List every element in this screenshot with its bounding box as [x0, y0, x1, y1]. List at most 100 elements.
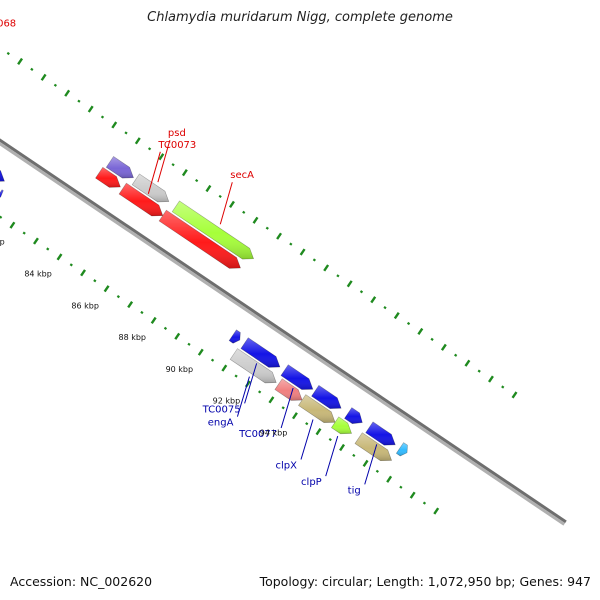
tick-marks	[0, 51, 518, 515]
tick-mark	[93, 279, 97, 283]
gene-TC0071[interactable]	[0, 152, 5, 182]
tick-mark	[17, 57, 24, 66]
gene-label[interactable]: secA	[230, 170, 254, 181]
gene-arrow-shading	[331, 416, 352, 434]
tick-mark	[258, 390, 262, 394]
gene-clpX[interactable]	[298, 394, 336, 423]
gene-engA[interactable]	[229, 348, 277, 384]
gene-arrow-shading	[0, 170, 5, 182]
gene-label[interactable]: TC0073	[157, 140, 196, 151]
tick-mark	[501, 385, 505, 389]
gene-label[interactable]: engA	[208, 418, 234, 429]
tick-mark	[477, 369, 481, 373]
callout-line	[325, 435, 339, 477]
tick-mark	[406, 321, 411, 326]
tick-mark	[359, 290, 364, 294]
gene-feature[interactable]	[395, 442, 408, 457]
tick-mark	[276, 232, 283, 240]
tick-mark	[346, 280, 353, 288]
tick-mark	[370, 296, 377, 304]
gene-feature[interactable]	[354, 432, 393, 462]
gene-TC0073[interactable]	[118, 182, 164, 217]
tick-mark	[315, 428, 322, 436]
scale-label: 84 kbp	[24, 270, 52, 279]
tick-mark	[150, 316, 157, 325]
tick-mark	[40, 73, 47, 81]
gene-secA[interactable]	[171, 200, 254, 260]
gene-TC0075[interactable]	[240, 337, 281, 368]
callout-line	[280, 387, 294, 429]
gene-label[interactable]: TC0077	[238, 429, 277, 440]
tick-mark	[430, 337, 434, 341]
gene-label[interactable]: TC0068	[0, 18, 16, 29]
gene-feature[interactable]	[274, 378, 303, 401]
gene-arrow-shading	[344, 407, 363, 424]
gene-arrow-shading	[240, 337, 280, 368]
gene-label[interactable]: TC0075	[202, 404, 241, 415]
tick-mark	[281, 406, 285, 410]
gene-arrow-shading	[172, 200, 254, 260]
tick-mark	[383, 306, 387, 310]
tick-mark	[265, 226, 269, 230]
tick-mark	[64, 89, 71, 97]
tick-mark	[362, 459, 369, 467]
gene-label[interactable]: tig	[348, 485, 361, 496]
gene-label-callouts: TC0067TC0068psdTC0073secAnthtrmETC0071TC…	[0, 18, 378, 496]
tick-mark	[289, 242, 293, 246]
gene-label[interactable]: clpP	[301, 477, 322, 488]
callout-line	[244, 363, 258, 404]
tick-mark	[174, 332, 181, 340]
tick-mark	[0, 215, 3, 219]
tick-mark	[9, 221, 16, 229]
tick-mark	[127, 300, 134, 309]
gene-label[interactable]: psd	[168, 128, 186, 139]
gene-feature[interactable]	[158, 209, 241, 269]
gene-TC0077[interactable]	[280, 364, 314, 390]
tick-mark	[195, 178, 199, 183]
tick-mark	[46, 247, 50, 251]
gene-feature[interactable]	[311, 384, 342, 409]
gene-tig[interactable]	[365, 421, 396, 446]
tick-mark	[181, 169, 188, 177]
gene-feature[interactable]	[0, 189, 4, 202]
gene-features	[0, 152, 408, 462]
scale-label: 90 kbp	[166, 365, 194, 374]
tick-mark	[163, 326, 168, 330]
tick-mark	[393, 311, 400, 320]
tick-mark	[454, 353, 458, 357]
tick-mark	[375, 469, 379, 473]
callout-line	[157, 140, 171, 183]
gene-clpP[interactable]	[331, 416, 352, 435]
callout-line	[300, 419, 314, 460]
gene-label[interactable]: clpX	[276, 460, 298, 471]
tick-mark	[69, 263, 73, 267]
tick-mark	[116, 295, 120, 299]
tick-mark	[234, 374, 238, 378]
genome-summary-text: Topology: circular; Length: 1,072,950 bp…	[259, 574, 591, 589]
tick-mark	[218, 194, 222, 199]
tick-mark	[409, 491, 416, 499]
tick-mark	[147, 147, 152, 151]
gene-feature[interactable]	[95, 166, 121, 188]
scale-label: 92 kbp	[213, 397, 241, 406]
gene-arrow-shading	[0, 189, 4, 198]
tick-mark	[352, 453, 356, 458]
tick-mark	[440, 343, 447, 351]
backbone-line	[0, 142, 566, 526]
gene-feature[interactable]	[105, 156, 134, 179]
tick-mark	[323, 264, 330, 272]
gene-arrow-shading	[106, 156, 134, 179]
tick-mark	[124, 131, 128, 135]
gene-arrow-shading	[396, 442, 408, 456]
gene-arrow-shading	[230, 348, 277, 383]
gene-arrow-shading	[95, 167, 121, 188]
gene-arrow-shading	[280, 364, 313, 390]
tick-mark	[488, 375, 494, 383]
tick-mark	[305, 422, 309, 426]
gene-feature[interactable]	[344, 407, 363, 424]
tick-mark	[252, 216, 259, 224]
gene-arrow-shading	[354, 432, 392, 461]
gene-feature[interactable]	[228, 329, 241, 344]
tick-mark	[292, 412, 298, 420]
